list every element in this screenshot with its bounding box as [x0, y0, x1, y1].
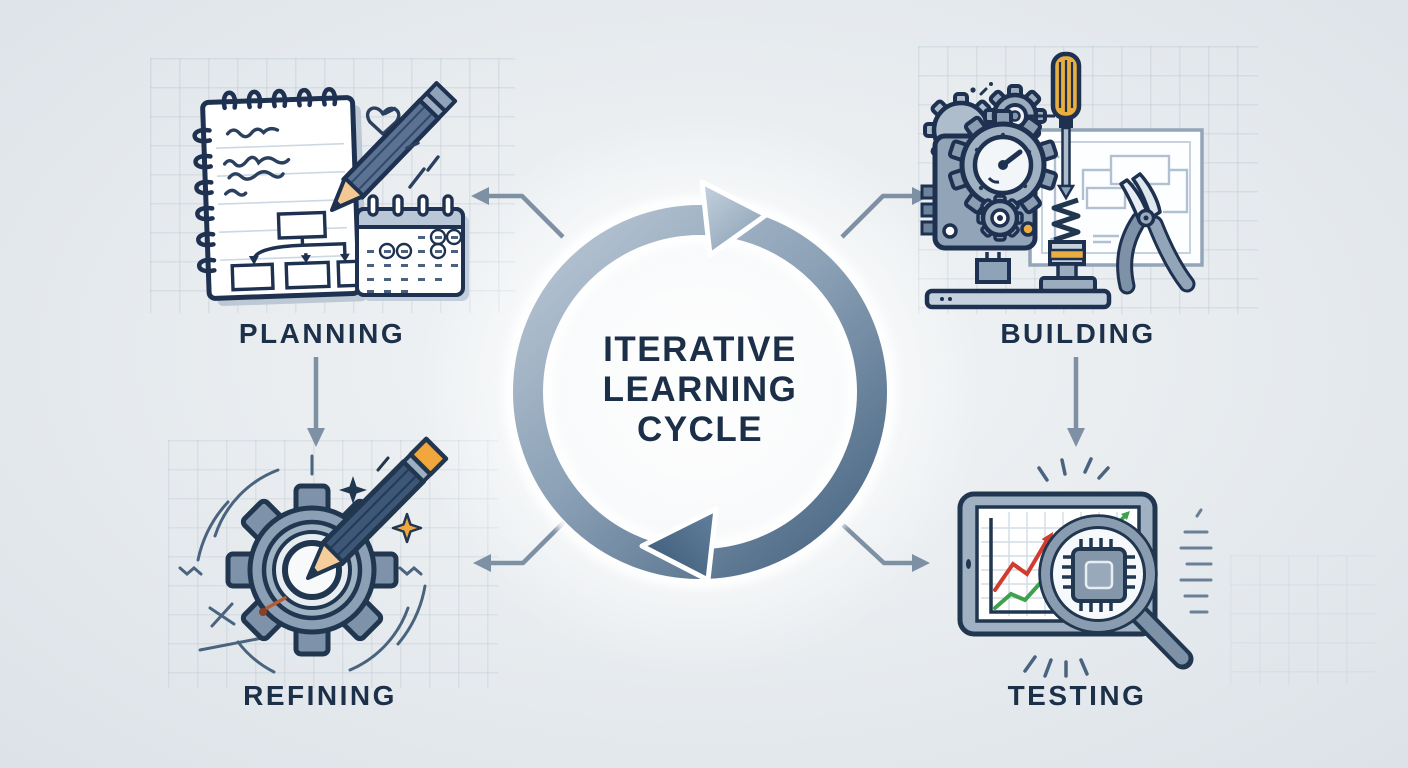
spring [1051, 197, 1081, 243]
testing-label: TESTING [1007, 680, 1147, 711]
gear-bottom [976, 194, 1024, 242]
ring-arrowhead-top-icon [699, 179, 769, 258]
stand-and-base [924, 252, 1112, 310]
ink-splatter [970, 82, 993, 96]
navy-sparkle-icon [339, 476, 367, 504]
arrowhead-down-icon [307, 428, 325, 447]
grid-background-testing [1230, 555, 1375, 685]
sparkle-rays-top [1037, 457, 1110, 482]
list-lines [1179, 508, 1213, 614]
arrow-cycle-to-refining [491, 520, 566, 566]
gauge-gear [947, 109, 1059, 221]
cycle-title-line1: ITERATIVE [603, 330, 797, 369]
motion-dashes [405, 141, 440, 189]
arrow-cycle-to-planning [489, 193, 565, 239]
calendar-rings [367, 194, 454, 217]
arrowhead-left-icon [473, 554, 491, 572]
arrowhead-left-icon [471, 187, 489, 205]
tablet-chart-magnifier-chip-icon [957, 457, 1213, 678]
sparkles [339, 456, 423, 544]
pliers [1116, 172, 1196, 295]
dirt-mark [259, 596, 287, 616]
machine-body [920, 109, 1059, 251]
cycle-title: ITERATIVE LEARNING CYCLE [540, 330, 860, 450]
orange-sparkle-icon [391, 512, 423, 544]
refining-label: REFINING [243, 680, 397, 711]
arrowhead-down-icon [1067, 428, 1085, 447]
calendar-dates [367, 236, 458, 293]
scribble-notes [222, 126, 291, 197]
building-label: BUILDING [1000, 318, 1156, 349]
arrow-cycle-to-testing [841, 523, 912, 566]
sparkle-rays-bottom [1023, 655, 1089, 678]
cycle-ring-icon [503, 179, 897, 589]
ring-arrowhead-bottom-icon [639, 506, 719, 583]
cycle-title-line3: CYCLE [636, 410, 764, 449]
gear-pencil-icon [178, 436, 449, 674]
red-line [993, 540, 1048, 592]
tablet-camera [966, 559, 971, 569]
magnifier [1038, 514, 1194, 670]
cpu-chip-icon [1062, 538, 1136, 612]
cycle-title-line2: LEARNING [602, 370, 798, 409]
radiating-arcs [178, 454, 427, 674]
calendar-circled-dates [378, 228, 463, 260]
machine-gears-screwdriver-pliers-icon [920, 51, 1204, 310]
notebook-pencil-calendar-icon [192, 81, 469, 307]
spiral-rings [192, 86, 338, 274]
pencil [306, 436, 449, 580]
calendar [355, 194, 469, 301]
planning-label: PLANNING [238, 318, 406, 349]
heart-sketch [365, 106, 401, 136]
screwdriver [1027, 51, 1086, 280]
arrow-cycle-to-building [840, 193, 912, 239]
arrowhead-right-icon [912, 554, 930, 572]
